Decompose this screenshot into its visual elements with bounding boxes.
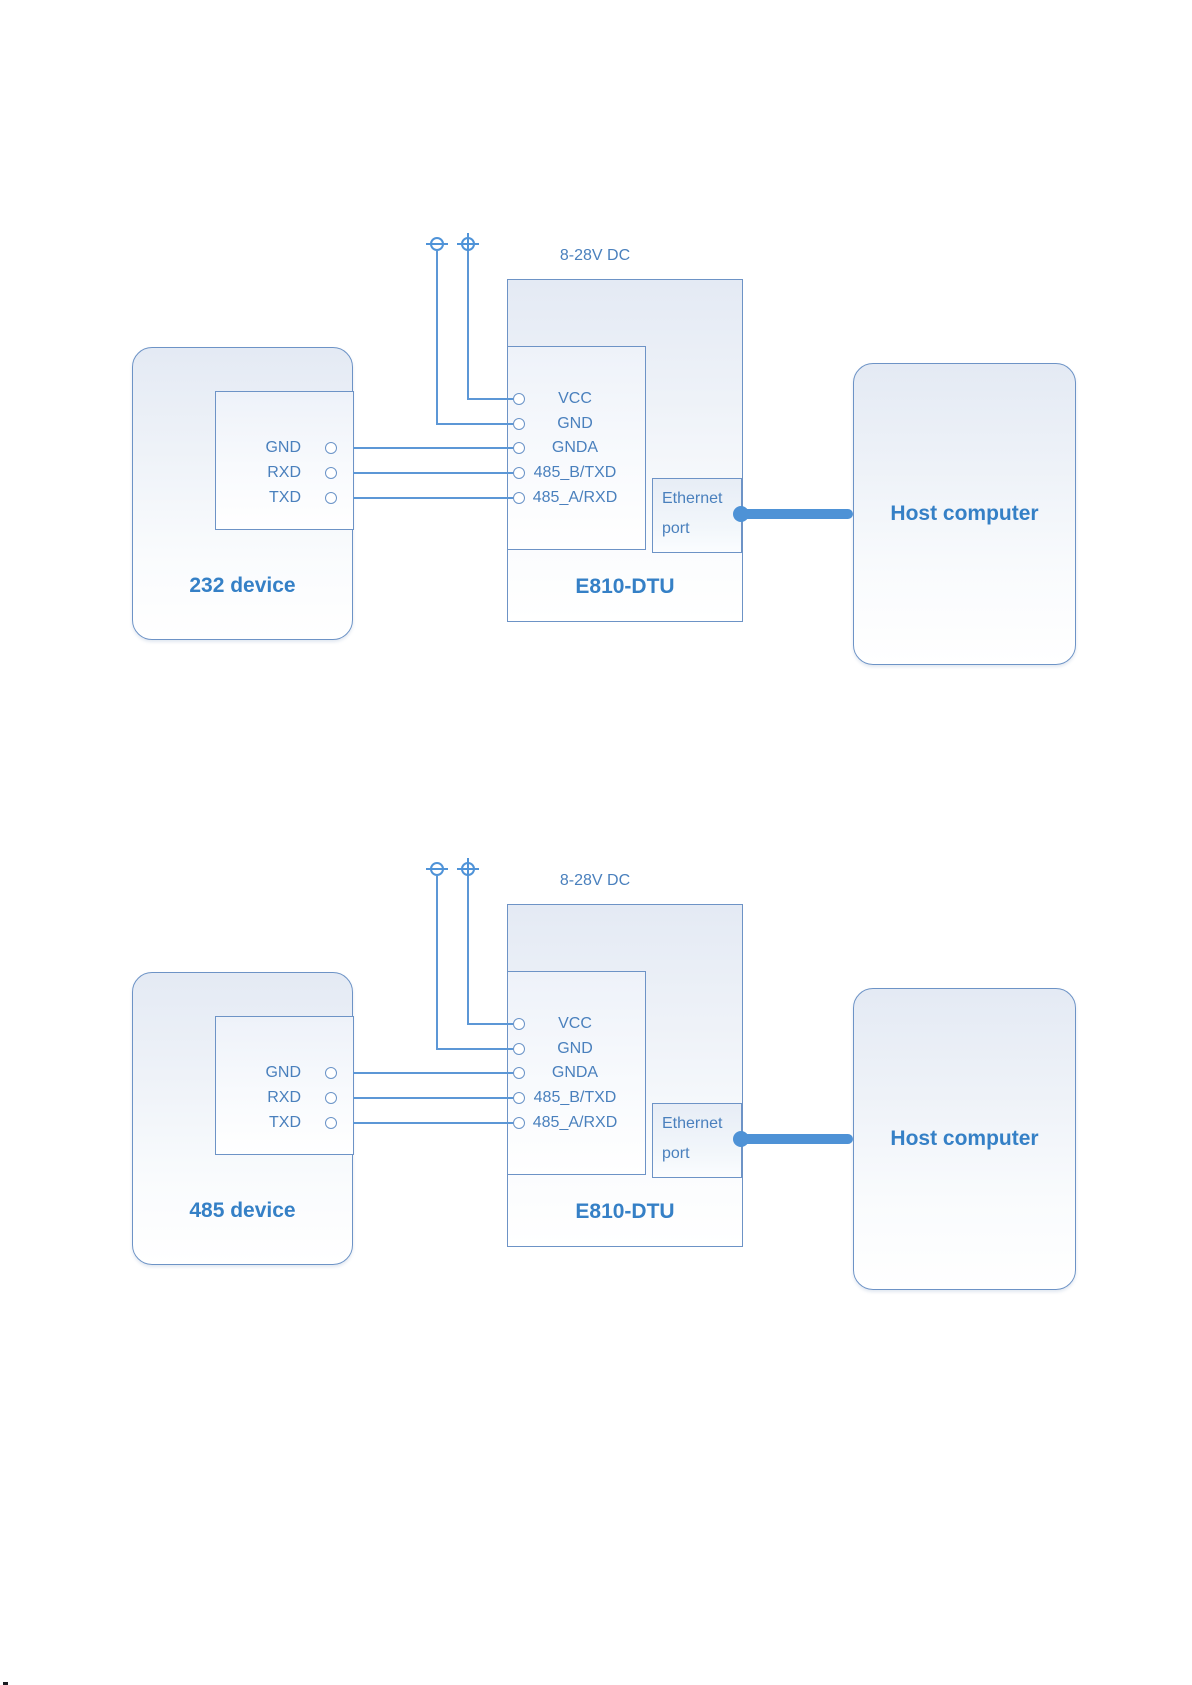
device-pin-label-txd: TXD: [269, 1114, 301, 1131]
positive-terminal-bar-v: [467, 858, 469, 880]
wire-rxd-to-485b: [353, 472, 513, 474]
dtu-pin-label-485b: 485_B/TXD: [533, 464, 617, 481]
serial-device-pin-area: [215, 1016, 354, 1155]
dtu-pin-label-485a: 485_A/RXD: [532, 489, 618, 506]
dtu-pin-485b-circle: [513, 467, 525, 479]
wiring-diagram-485: 8-28V DC GND RXD TXD VCC GND GNDA 485_B/…: [0, 625, 1192, 1355]
wire-positive-vertical: [467, 876, 469, 1025]
device-pin-txd-circle: [325, 1117, 337, 1129]
scan-artifact-dot: [3, 1682, 8, 1685]
power-rating-label: 8-28V DC: [559, 247, 631, 264]
dtu-pin-label-vcc: VCC: [558, 390, 592, 407]
ethernet-cable-plug: [733, 1131, 749, 1147]
host-computer-box: [853, 363, 1076, 665]
wire-gnd-to-gnda: [353, 1072, 513, 1074]
dtu-pin-gnd-circle: [513, 1043, 525, 1055]
dtu-pin-485b-circle: [513, 1092, 525, 1104]
wire-negative-to-gnd: [436, 423, 513, 425]
dtu-pin-label-gnd: GND: [557, 415, 593, 432]
device-pin-label-rxd: RXD: [267, 464, 301, 481]
dtu-pin-485a-circle: [513, 492, 525, 504]
serial-device-pin-area: [215, 391, 354, 530]
ethernet-cable-plug: [733, 506, 749, 522]
dtu-pin-area: [507, 346, 646, 550]
device-pin-label-gnd: GND: [265, 439, 301, 456]
device-title: 232 device: [189, 574, 296, 597]
device-pin-txd-circle: [325, 492, 337, 504]
dtu-pin-gnd-circle: [513, 418, 525, 430]
dtu-pin-label-gnd: GND: [557, 1040, 593, 1057]
wire-rxd-to-485b: [353, 1097, 513, 1099]
device-pin-gnd-circle: [325, 1067, 337, 1079]
ethernet-cable: [738, 509, 853, 519]
wire-gnd-to-gnda: [353, 447, 513, 449]
dtu-pin-vcc-circle: [513, 1018, 525, 1030]
wire-txd-to-485a: [353, 1122, 513, 1124]
wire-positive-vertical: [467, 251, 469, 400]
device-pin-gnd-circle: [325, 442, 337, 454]
wire-negative-vertical: [436, 876, 438, 1050]
dtu-pin-label-vcc: VCC: [558, 1015, 592, 1032]
wire-negative-to-gnd: [436, 1048, 513, 1050]
negative-terminal-bar: [426, 243, 448, 245]
device-pin-label-rxd: RXD: [267, 1089, 301, 1106]
wire-positive-to-vcc: [467, 398, 513, 400]
host-computer-title: Host computer: [890, 502, 1039, 525]
dtu-title: E810-DTU: [575, 1200, 675, 1223]
dtu-title: E810-DTU: [575, 575, 675, 598]
host-computer-box: [853, 988, 1076, 1290]
negative-terminal-bar: [426, 868, 448, 870]
dtu-pin-485a-circle: [513, 1117, 525, 1129]
ethernet-port-label-line1: Ethernet: [662, 490, 723, 507]
wire-txd-to-485a: [353, 497, 513, 499]
device-pin-rxd-circle: [325, 467, 337, 479]
ethernet-port-label-line1: Ethernet: [662, 1115, 723, 1132]
wire-positive-to-vcc: [467, 1023, 513, 1025]
dtu-pin-label-485b: 485_B/TXD: [533, 1089, 617, 1106]
dtu-pin-vcc-circle: [513, 393, 525, 405]
wiring-diagram-232: 8-28V DC GND RXD TXD VCC GND GNDA 485_B/…: [0, 0, 1192, 730]
ethernet-port-label-line2: port: [662, 520, 690, 537]
dtu-pin-label-485a: 485_A/RXD: [532, 1114, 618, 1131]
power-rating-label: 8-28V DC: [559, 872, 631, 889]
dtu-pin-label-gnda: GNDA: [551, 439, 599, 456]
device-pin-label-gnd: GND: [265, 1064, 301, 1081]
positive-terminal-bar-v: [467, 233, 469, 255]
device-pin-label-txd: TXD: [269, 489, 301, 506]
dtu-pin-gnda-circle: [513, 1067, 525, 1079]
wire-negative-vertical: [436, 251, 438, 425]
ethernet-port-label-line2: port: [662, 1145, 690, 1162]
device-title: 485 device: [189, 1199, 296, 1222]
dtu-pin-label-gnda: GNDA: [551, 1064, 599, 1081]
host-computer-title: Host computer: [890, 1127, 1039, 1150]
device-pin-rxd-circle: [325, 1092, 337, 1104]
ethernet-port-box: [652, 1103, 742, 1178]
ethernet-cable: [738, 1134, 853, 1144]
dtu-pin-gnda-circle: [513, 442, 525, 454]
